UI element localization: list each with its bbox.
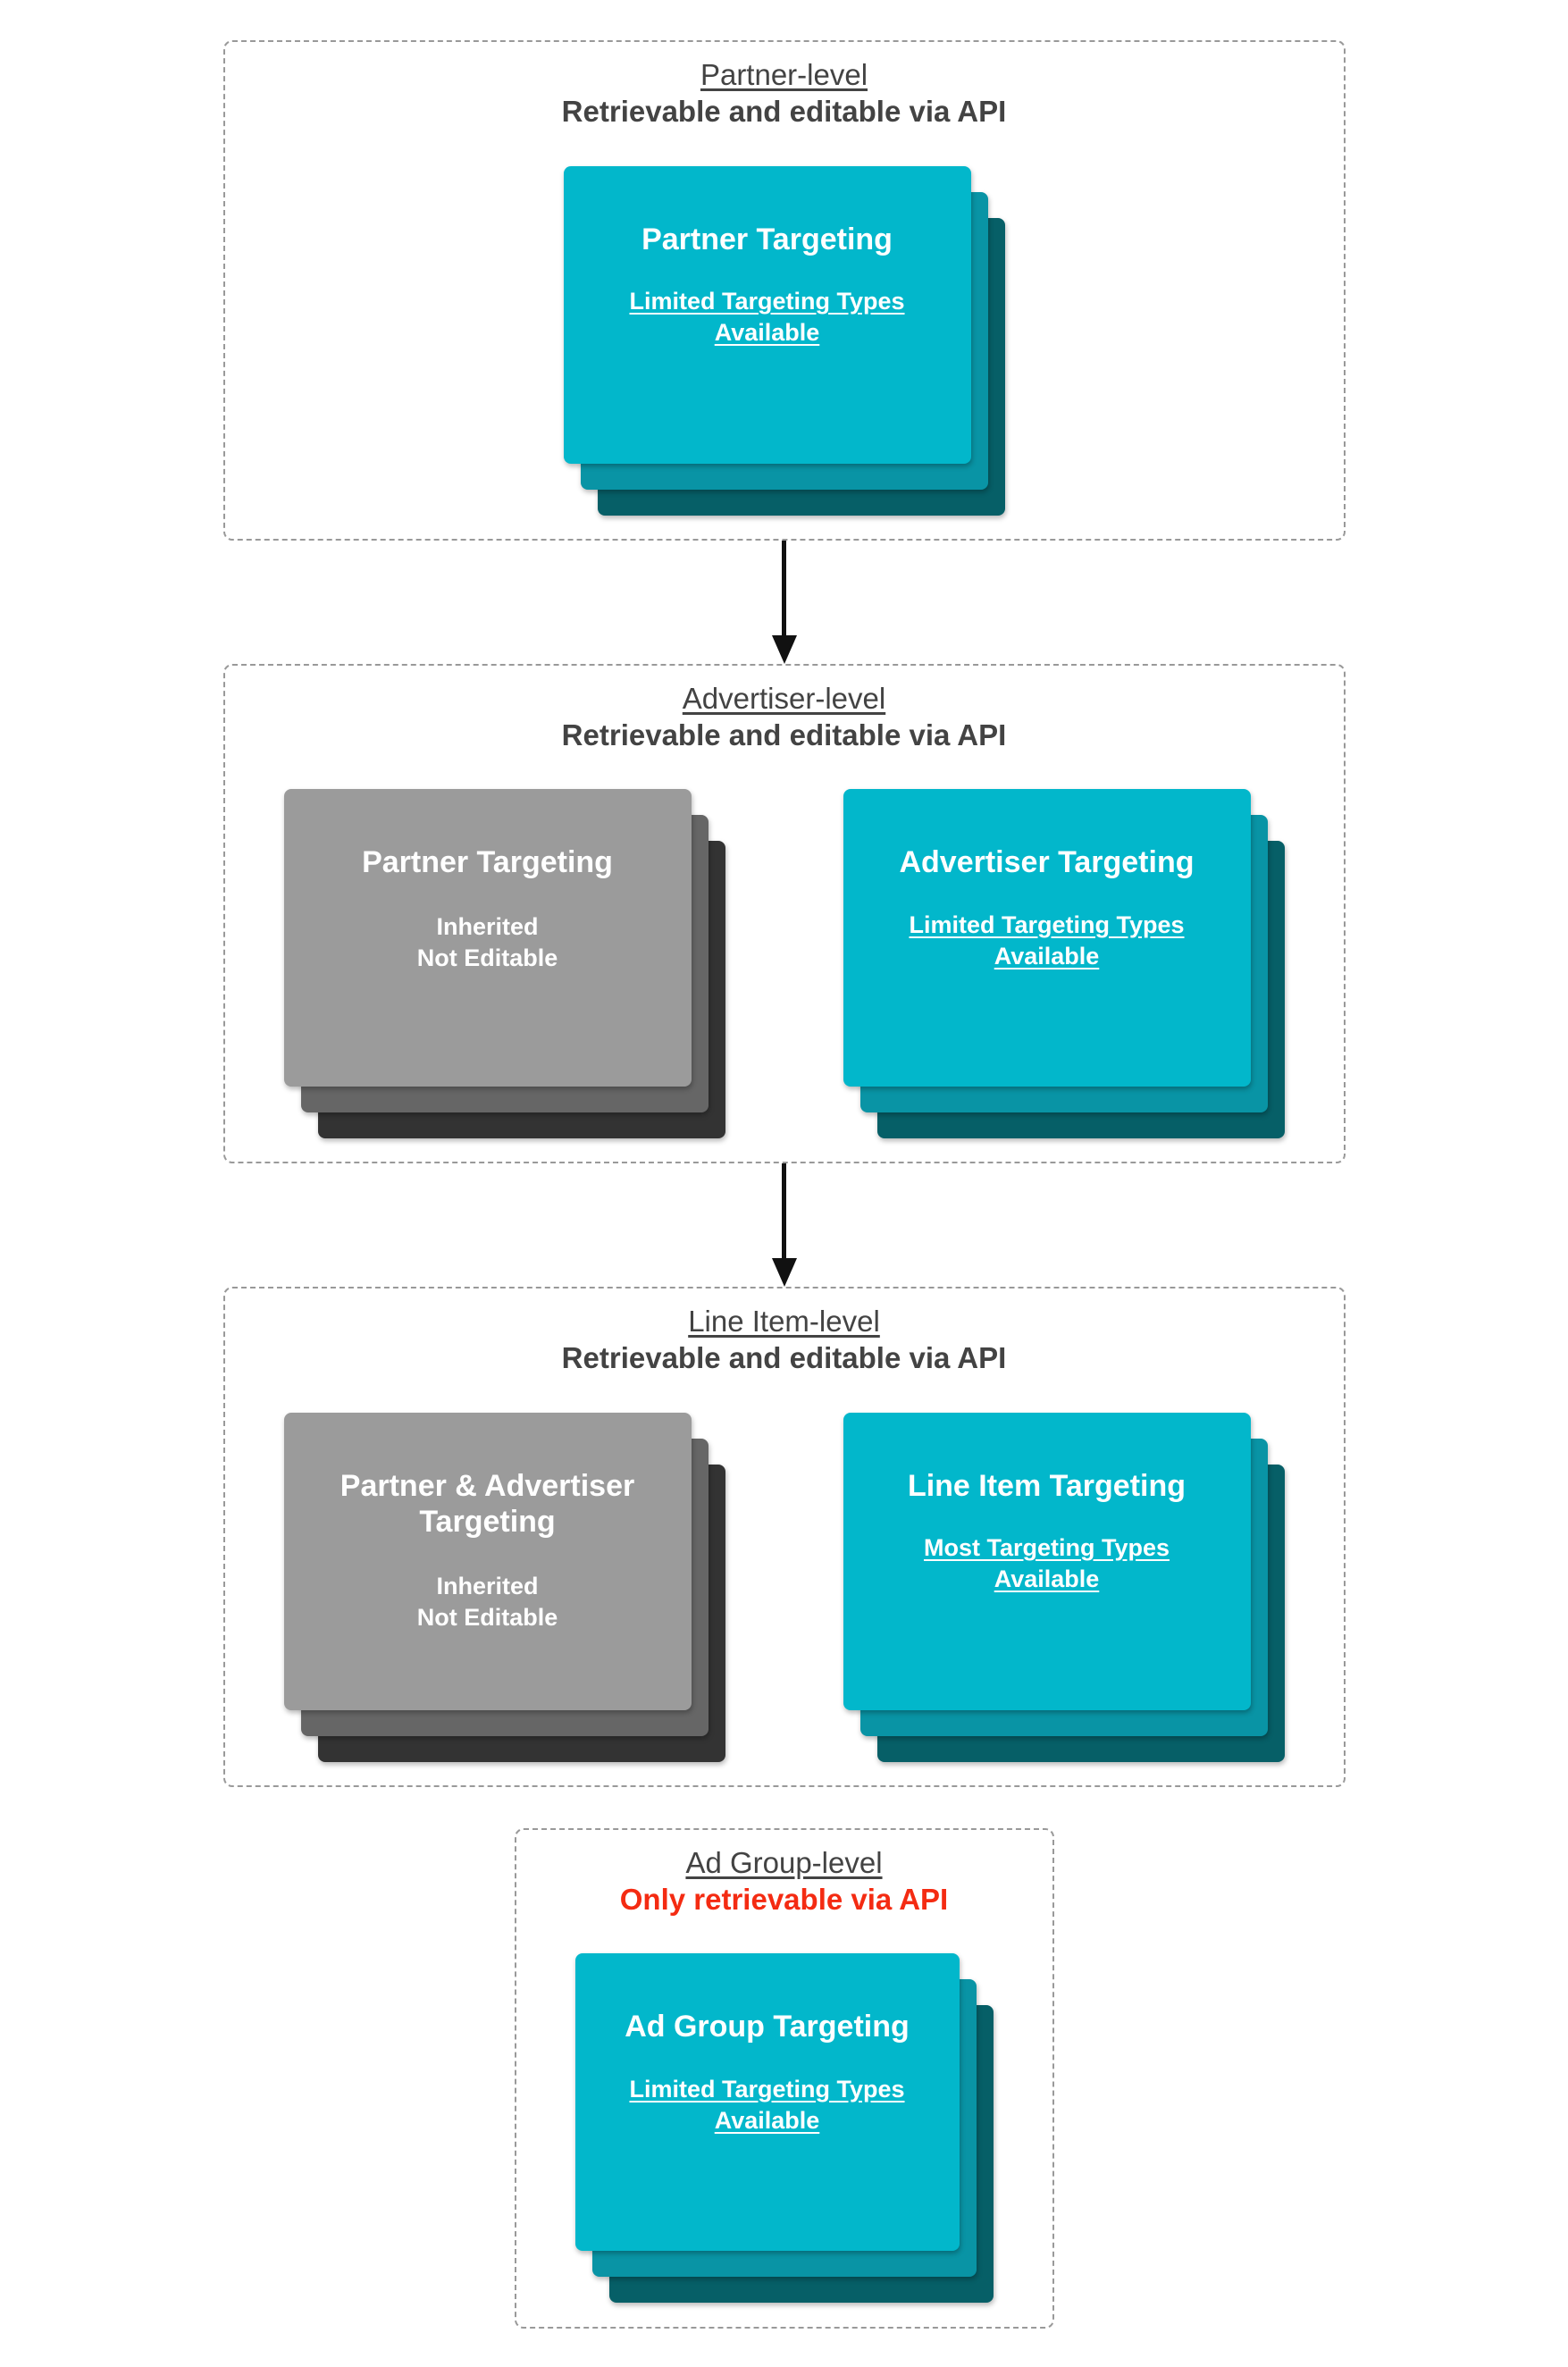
card-subtitle: Limited Targeting Types Available xyxy=(629,2075,905,2134)
card-body: Inherited Not Editable xyxy=(284,911,692,974)
card-body-line: Not Editable xyxy=(416,944,558,971)
card-partner-targeting-inherited: Partner Targeting Inherited Not Editable xyxy=(283,789,725,1138)
arrow-stem xyxy=(782,540,786,635)
card-advertiser-targeting: Advertiser Targeting Limited Targeting T… xyxy=(843,789,1285,1138)
card-subtitle: Limited Targeting Types Available xyxy=(909,911,1185,969)
down-arrow-icon xyxy=(771,1163,797,1287)
card-front: Advertiser Targeting Limited Targeting T… xyxy=(843,789,1251,1087)
section-partner-level: Partner-level Retrievable and editable v… xyxy=(222,40,1346,541)
card-body-line: Inherited xyxy=(436,1573,539,1600)
card-partner-advertiser-targeting-inherited: Partner & Advertiser Targeting Inherited… xyxy=(283,1412,725,1762)
card-front: Partner & Advertiser Targeting Inherited… xyxy=(283,1412,692,1710)
card-title: Partner Targeting xyxy=(362,845,613,879)
card-front: Line Item Targeting Most Targeting Types… xyxy=(843,1412,1251,1710)
cards-row: Partner Targeting Limited Targeting Type… xyxy=(225,165,1344,516)
cards-row: Ad Group Targeting Limited Targeting Typ… xyxy=(516,1953,1052,2303)
card-partner-targeting: Partner Targeting Limited Targeting Type… xyxy=(563,165,1005,516)
section-title: Line Item-level xyxy=(688,1305,880,1338)
card-line-item-targeting: Line Item Targeting Most Targeting Types… xyxy=(843,1412,1285,1762)
card-front: Ad Group Targeting Limited Targeting Typ… xyxy=(574,1953,960,2251)
section-subtitle: Retrievable and editable via API xyxy=(561,95,1007,129)
arrow-stem xyxy=(782,1163,786,1258)
section-subtitle: Retrievable and editable via API xyxy=(561,1341,1007,1375)
card-body-line: Inherited xyxy=(436,912,539,940)
arrow-head xyxy=(771,1258,797,1287)
card-subtitle: Limited Targeting Types Available xyxy=(629,288,905,347)
section-title: Ad Group-level xyxy=(685,1845,883,1879)
section-line-item-level: Line Item-level Retrievable and editable… xyxy=(222,1287,1346,1787)
section-title: Partner-level xyxy=(700,58,868,91)
card-title: Line Item Targeting xyxy=(907,1468,1186,1503)
card-subtitle: Most Targeting Types Available xyxy=(923,1534,1170,1593)
card-title: Partner & Advertiser Targeting xyxy=(340,1468,635,1540)
cards-row: Partner Targeting Inherited Not Editable… xyxy=(225,789,1344,1138)
card-ad-group-targeting: Ad Group Targeting Limited Targeting Typ… xyxy=(574,1953,994,2303)
section-title: Advertiser-level xyxy=(682,681,886,715)
down-arrow-icon xyxy=(771,540,797,664)
card-front: Partner Targeting Limited Targeting Type… xyxy=(563,165,971,464)
card-title: Partner Targeting xyxy=(641,222,893,256)
section-subtitle: Only retrievable via API xyxy=(619,1882,949,1916)
card-body-line: Not Editable xyxy=(416,1604,558,1632)
card-body: Inherited Not Editable xyxy=(284,1571,692,1633)
section-advertiser-level: Advertiser-level Retrievable and editabl… xyxy=(222,663,1346,1163)
card-title: Ad Group Targeting xyxy=(625,2010,910,2044)
cards-row: Partner & Advertiser Targeting Inherited… xyxy=(225,1412,1344,1762)
card-front: Partner Targeting Inherited Not Editable xyxy=(283,789,692,1087)
section-subtitle: Retrievable and editable via API xyxy=(561,718,1007,751)
arrow-head xyxy=(771,634,797,664)
card-title: Advertiser Targeting xyxy=(899,845,1195,879)
section-ad-group-level: Ad Group-level Only retrievable via API … xyxy=(514,1827,1054,2329)
